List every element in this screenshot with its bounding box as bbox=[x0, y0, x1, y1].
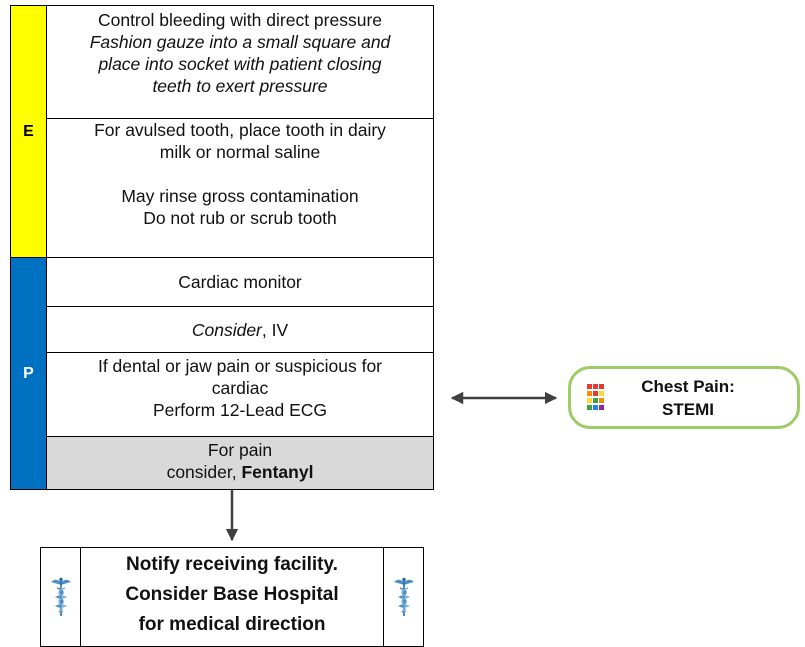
p-row-4-line-1: For pain bbox=[207, 440, 273, 460]
e-row-2-line-2: milk or normal saline bbox=[159, 142, 321, 162]
notify-box: Notify receiving facility. Consider Base… bbox=[80, 547, 384, 647]
p-row-3-line-1: If dental or jaw pain or suspicious for bbox=[97, 356, 383, 376]
notify-left-icon-cell bbox=[40, 547, 81, 647]
p-row-4-prefix: consider, bbox=[166, 462, 242, 482]
e-row-2-line-4: May rinse gross contamination bbox=[121, 186, 359, 206]
p-row-3-line-3: Perform 12-Lead ECG bbox=[152, 400, 328, 420]
p-row-2-rest: , IV bbox=[261, 319, 289, 340]
p-row-2-italic: Consider bbox=[191, 319, 262, 340]
stemi-link-text: Chest Pain: STEMI bbox=[623, 375, 753, 421]
stemi-line-1: Chest Pain: bbox=[641, 377, 735, 396]
p-row-ecg: If dental or jaw pain or suspicious for … bbox=[46, 352, 434, 437]
caduceus-icon bbox=[393, 577, 414, 616]
e-row-2-line-1: For avulsed tooth, place tooth in dairy bbox=[94, 120, 386, 140]
notify-line-2: Consider Base Hospital bbox=[125, 584, 339, 605]
p-row-pain: For pain consider, Fentanyl bbox=[46, 436, 434, 490]
stemi-link-box[interactable]: Chest Pain: STEMI bbox=[568, 366, 800, 429]
section-label-p-text: P bbox=[23, 364, 34, 382]
color-grid-icon bbox=[587, 384, 604, 410]
stemi-line-2: STEMI bbox=[662, 400, 714, 419]
e-row-2-line-5: Do not rub or scrub tooth bbox=[143, 208, 337, 228]
p-row-3-line-2: cardiac bbox=[211, 378, 269, 398]
e-row-1-line-4: teeth to exert pressure bbox=[152, 76, 328, 96]
notify-right-icon-cell bbox=[383, 547, 424, 647]
e-row-1-line-3: place into socket with patient closing bbox=[98, 54, 382, 74]
caduceus-icon bbox=[50, 577, 71, 616]
e-row-1-line-1: Control bleeding with direct pressure bbox=[97, 10, 383, 30]
section-label-e: E bbox=[10, 5, 47, 258]
p-row-4-drug: Fentanyl bbox=[241, 462, 314, 482]
e-row-1-line-2: Fashion gauze into a small square and bbox=[89, 32, 391, 52]
p-row-1-text: Cardiac monitor bbox=[178, 272, 302, 292]
notify-line-1: Notify receiving facility. bbox=[126, 554, 338, 575]
section-label-e-text: E bbox=[23, 122, 34, 140]
notify-line-3: for medical direction bbox=[138, 614, 326, 635]
